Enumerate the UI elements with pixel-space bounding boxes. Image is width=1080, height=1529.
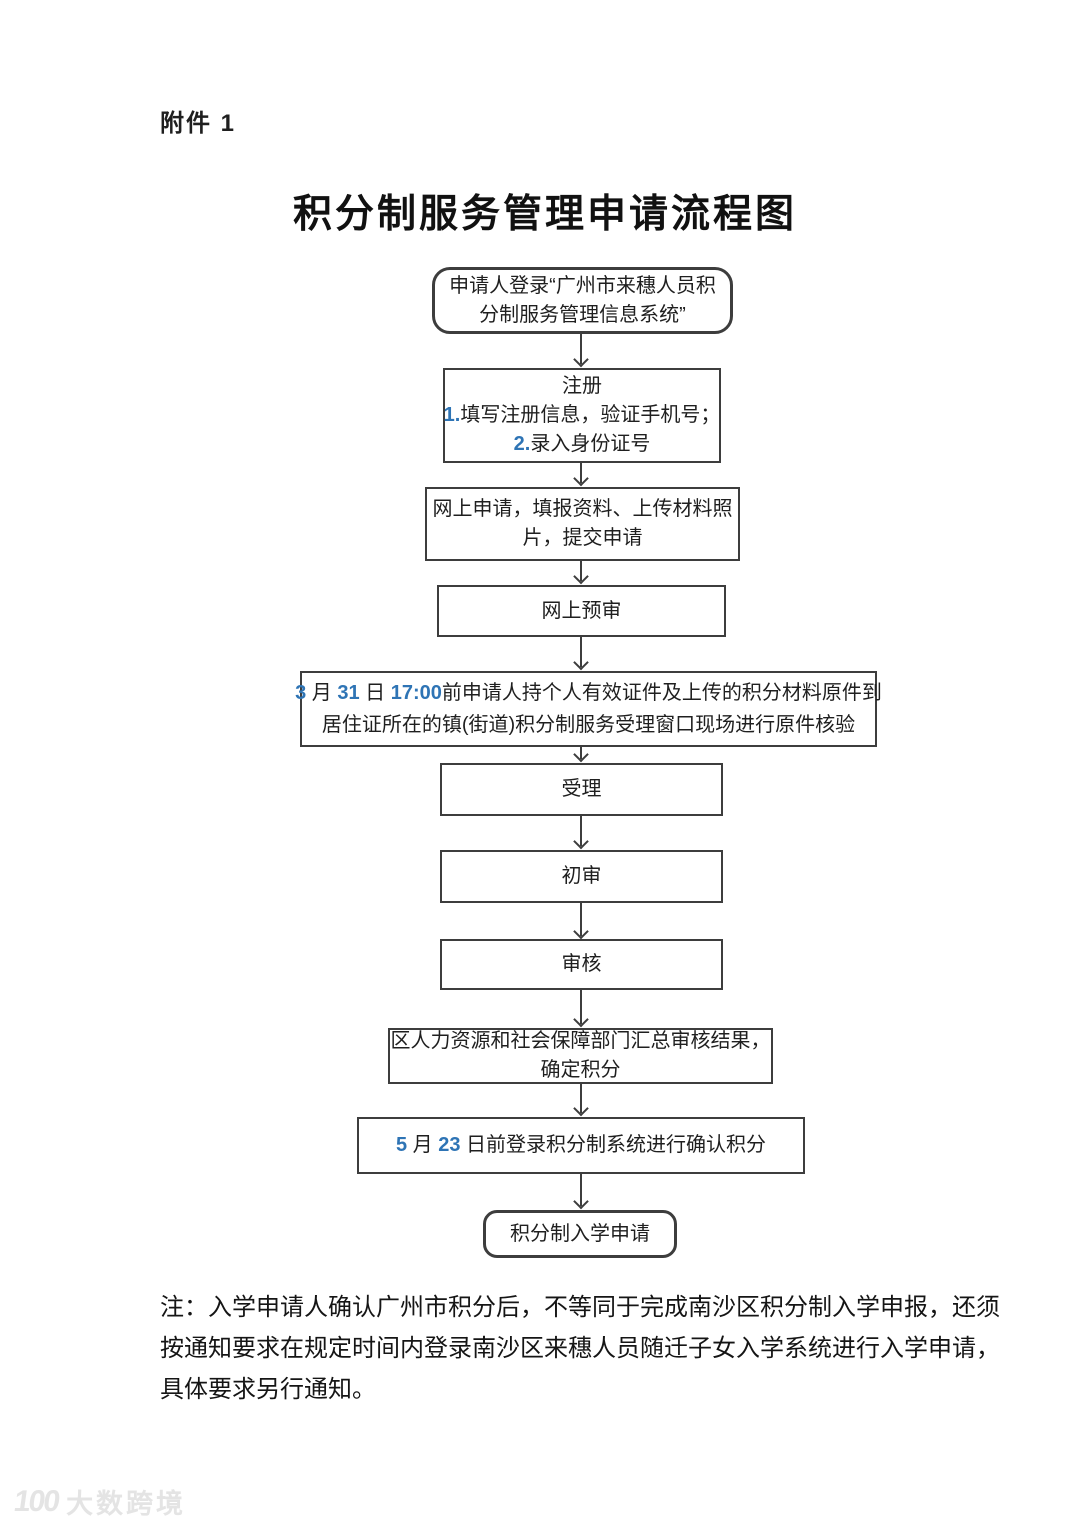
flow-node-line: 审核: [561, 953, 602, 975]
flow-arrow-down-icon: [572, 816, 590, 849]
flow-node-line: 5 月 23 日前登录积分制系统进行确认积分: [395, 1134, 767, 1156]
flow-node-line: 1.填写注册信息，验证手机号；: [443, 404, 721, 426]
flow-node-register: 注册 1.填写注册信息，验证手机号； 2.录入身份证号: [443, 368, 721, 463]
flow-node-line: 初审: [561, 865, 602, 887]
flow-node-line: 居住证所在的镇(街道)积分制服务受理窗口现场进行原件核验: [321, 714, 856, 736]
flow-node-login: 申请人登录“广州市来穗人员积分制服务管理信息系统”: [432, 267, 733, 334]
note-line: 注：入学申请人确认广州市积分后，不等同于完成南沙区积分制入学申报，还须: [160, 1295, 1000, 1321]
flow-node-summarize: 区人力资源和社会保障部门汇总审核结果， 确定积分: [388, 1028, 773, 1084]
flow-node-line: 区人力资源和社会保障部门汇总审核结果，: [390, 1030, 771, 1052]
watermark-text: 大数跨境: [66, 1489, 187, 1519]
flow-node-line: 确定积分: [540, 1059, 621, 1081]
flow-node-line: 分制服务管理信息系统”: [479, 303, 686, 326]
flow-arrow-down-icon: [572, 463, 590, 486]
flow-node-line: 受理: [561, 778, 602, 800]
note: 注：入学申请人确认广州市积分后，不等同于完成南沙区积分制入学申报，还须 按通知要…: [160, 1288, 1000, 1411]
flow-node-enroll-apply: 积分制入学申请: [483, 1210, 677, 1258]
flow-arrow-down-icon: [572, 637, 590, 670]
flow-arrow-down-icon: [572, 903, 590, 939]
flow-node-line: 网上申请，填报资料、上传材料照: [432, 498, 733, 520]
flow-node-confirm-points: 5 月 23 日前登录积分制系统进行确认积分: [357, 1117, 805, 1174]
watermark: 100 大数跨境: [11, 1482, 187, 1521]
note-line: 按通知要求在规定时间内登录南沙区来穗人员随迁子女入学系统进行入学申请，: [160, 1336, 1000, 1362]
flow-node-line: 片，提交申请: [522, 527, 643, 549]
flow-arrow-down-icon: [572, 1174, 590, 1209]
watermark-logo: 100: [11, 1484, 61, 1518]
flow-node-onsite-verify: 3 月 31 日 17:00前申请人持个人有效证件及上传的积分材料原件到居住证所…: [295, 671, 882, 747]
flow-node-line: 注册: [562, 375, 602, 397]
page-title: 积分制服务管理申请流程图: [292, 193, 798, 236]
flow-node-final-review: 审核: [440, 939, 723, 990]
flow-arrow-down-icon: [572, 990, 590, 1027]
flow-node-initial-review: 初审: [440, 850, 723, 903]
flow-node-pre-review: 网上预审: [437, 585, 726, 637]
flow-arrow-down-icon: [572, 1084, 590, 1116]
flow-node-line: 2.录入身份证号: [513, 433, 651, 455]
note-line: 具体要求另行通知。: [160, 1377, 376, 1403]
flow-node-accept: 受理: [440, 763, 723, 816]
flow-arrow-down-icon: [572, 561, 590, 584]
flow-node-line: 积分制入学申请: [510, 1222, 650, 1245]
flowchart: 申请人登录“广州市来穗人员积分制服务管理信息系统” 注册 1.填写注册信息，验证手机…: [0, 0, 1080, 1300]
flow-node-apply-online: 网上申请，填报资料、上传材料照片，提交申请: [425, 487, 740, 561]
flow-node-line: 申请人登录“广州市来穗人员积: [449, 274, 716, 297]
flow-arrow-down-icon: [572, 334, 590, 367]
attachment-label: 附件 1: [160, 110, 237, 137]
flow-node-line: 3 月 31 日 17:00前申请人持个人有效证件及上传的积分材料原件到: [295, 682, 882, 704]
flow-node-line: 网上预审: [541, 599, 622, 622]
flow-arrow-down-icon: [572, 747, 590, 762]
